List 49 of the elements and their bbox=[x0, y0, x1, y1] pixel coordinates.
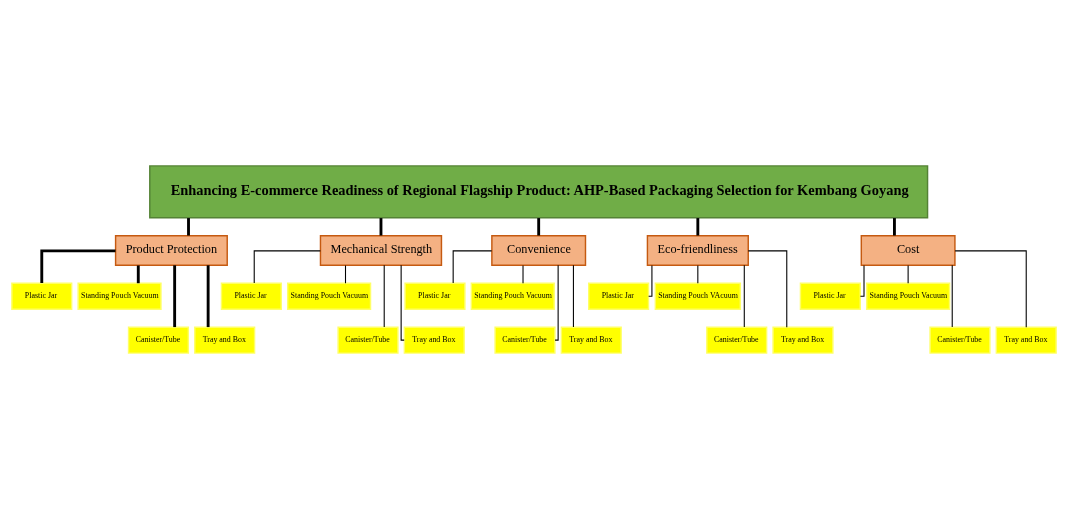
node-box: Canister/Tube bbox=[929, 326, 991, 354]
connector bbox=[400, 264, 405, 341]
connector bbox=[907, 264, 909, 284]
node-box: Product Protection bbox=[114, 235, 228, 266]
connector bbox=[187, 218, 190, 236]
connector bbox=[173, 265, 177, 328]
node-box: Canister/Tube bbox=[127, 326, 190, 354]
connector bbox=[648, 264, 653, 297]
connector bbox=[40, 249, 116, 284]
connector bbox=[954, 250, 1027, 328]
node-box: Tray and Box bbox=[995, 326, 1057, 354]
node-box: Plastic Jar bbox=[404, 282, 466, 310]
node-box: Cost bbox=[860, 235, 956, 266]
node-box: Plastic Jar bbox=[11, 282, 73, 310]
node-box: Plastic Jar bbox=[220, 282, 282, 310]
connector bbox=[206, 265, 210, 328]
node-box: Convenience bbox=[491, 235, 587, 266]
node-box: Standing Pouch Vacuum bbox=[470, 282, 555, 310]
node-box: Tray and Box bbox=[403, 326, 465, 354]
connector bbox=[951, 264, 953, 328]
connector bbox=[747, 250, 788, 328]
node-box: Standing Pouch Vacuum bbox=[77, 282, 162, 310]
connector bbox=[554, 264, 559, 341]
connector bbox=[136, 265, 140, 284]
connector bbox=[697, 264, 699, 284]
connector bbox=[253, 250, 321, 284]
connector bbox=[859, 264, 865, 297]
node-box: Canister/Tube bbox=[337, 326, 399, 354]
node-box: Standing Pouch Vacuum bbox=[866, 282, 951, 310]
connector bbox=[572, 264, 574, 328]
connector bbox=[452, 250, 493, 284]
connector bbox=[696, 218, 700, 236]
node-box: Standing Pouch Vacuum bbox=[287, 282, 372, 310]
node-box: Eco-friendliness bbox=[646, 235, 749, 266]
connector bbox=[537, 218, 541, 236]
node-box: Tray and Box bbox=[772, 326, 834, 354]
node-box: Plastic Jar bbox=[799, 282, 861, 310]
node-box: Tray and Box bbox=[194, 326, 256, 354]
node-box: Mechanical Strength bbox=[319, 235, 443, 266]
node-box: Canister/Tube bbox=[494, 326, 556, 354]
connector bbox=[893, 218, 896, 236]
connector bbox=[344, 264, 347, 284]
connector bbox=[383, 264, 385, 328]
connector bbox=[743, 264, 745, 328]
node-box: Tray and Box bbox=[560, 326, 622, 354]
node-box: Enhancing E-commerce Readiness of Regional Flagship Product: AHP-Based Packaging Selection for Kembang Goyang bbox=[149, 165, 929, 219]
node-box: Standing Pouch VAcuum bbox=[654, 282, 742, 310]
node-box: Plastic Jar bbox=[588, 282, 650, 310]
node-box: Canister/Tube bbox=[706, 326, 768, 354]
